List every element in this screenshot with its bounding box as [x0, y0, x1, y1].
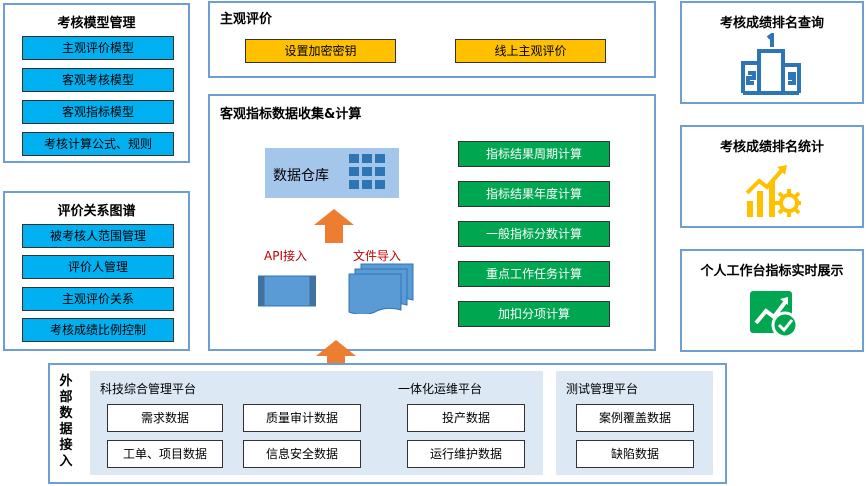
external-data-label-text: 外部数据接入 [59, 374, 73, 469]
tech-management-title: 科技综合管理平台 [100, 382, 197, 396]
evaluation-relation-panel: 评价关系图谱 被考核人范围管理 评价人管理 主观评价关系 考核成绩比例控制 [3, 191, 190, 351]
subjective-evaluation-title: 主观评价 [220, 12, 273, 27]
test-platform-title: 测试管理平台 [566, 382, 639, 396]
workbench-indicator-panel[interactable]: 个人工作台指标实时展示 [680, 249, 864, 352]
operations-data-button[interactable]: 运行维护数据 [407, 440, 525, 468]
ranking-statistics-panel[interactable]: 考核成绩排名统计 [680, 125, 864, 228]
grid-icon [349, 154, 385, 189]
statistics-chart-icon [745, 165, 801, 217]
up-arrow-icon [316, 340, 356, 374]
external-data-panel: 外部数据接入 科技综合管理平台 需求数据 质量审计数据 工单、项目数据 信息安全… [48, 363, 727, 484]
objective-assessment-model-button[interactable]: 客观考核模型 [22, 68, 174, 92]
objective-data-panel: 客观指标数据收集&计算 数据仓库 API接入 文件导入 指标结果周期计算 指标结… [208, 94, 656, 351]
subjective-relation-button[interactable]: 主观评价关系 [22, 287, 174, 311]
evaluator-management-button[interactable]: 评价人管理 [22, 255, 174, 279]
model-management-title: 考核模型管理 [57, 16, 136, 31]
ranking-podium-icon [741, 33, 801, 95]
file-import-label: 文件导入 [353, 249, 402, 263]
api-connector-icon [258, 275, 316, 307]
score-ratio-control-button[interactable]: 考核成绩比例控制 [22, 318, 174, 342]
defect-data-button[interactable]: 缺陷数据 [576, 440, 694, 468]
evaluation-relation-title: 评价关系图谱 [57, 204, 136, 219]
subjective-evaluation-model-button[interactable]: 主观评价模型 [22, 36, 174, 60]
ranking-query-title: 考核成绩排名查询 [719, 16, 824, 31]
online-subjective-evaluation-button[interactable]: 线上主观评价 [455, 39, 606, 63]
cycle-result-calc-button[interactable]: 指标结果周期计算 [458, 141, 610, 167]
key-task-calc-button[interactable]: 重点工作任务计算 [458, 261, 610, 287]
ticket-project-data-button[interactable]: 工单、项目数据 [107, 440, 223, 468]
documents-icon [348, 263, 414, 314]
assessee-scope-button[interactable]: 被考核人范围管理 [22, 224, 174, 248]
external-data-label: 外部数据接入 [58, 374, 74, 470]
requirement-data-button[interactable]: 需求数据 [107, 404, 223, 432]
workbench-indicator-title: 个人工作台指标实时展示 [700, 264, 844, 279]
api-access-label: API接入 [264, 249, 307, 263]
general-score-calc-button[interactable]: 一般指标分数计算 [458, 221, 610, 247]
model-management-panel: 考核模型管理 主观评价模型 客观考核模型 客观指标模型 考核计算公式、规则 [3, 3, 190, 163]
production-data-button[interactable]: 投产数据 [407, 404, 525, 432]
info-security-data-button[interactable]: 信息安全数据 [243, 440, 361, 468]
ops-platform-title: 一体化运维平台 [398, 382, 483, 396]
bonus-deduction-calc-button[interactable]: 加扣分项计算 [458, 301, 610, 327]
ranking-statistics-title: 考核成绩排名统计 [719, 140, 824, 155]
annual-result-calc-button[interactable]: 指标结果年度计算 [458, 181, 610, 207]
calculation-formula-button[interactable]: 考核计算公式、规则 [22, 132, 174, 156]
trend-check-icon [750, 291, 799, 339]
set-encryption-key-button[interactable]: 设置加密密钥 [245, 39, 396, 63]
quality-audit-data-button[interactable]: 质量审计数据 [243, 404, 361, 432]
case-coverage-data-button[interactable]: 案例覆盖数据 [576, 404, 694, 432]
subjective-evaluation-panel: 主观评价 设置加密密钥 线上主观评价 [208, 1, 656, 78]
ranking-query-panel[interactable]: 考核成绩排名查询 [680, 1, 864, 104]
objective-data-title: 客观指标数据收集&计算 [220, 107, 362, 122]
data-warehouse-label: 数据仓库 [273, 168, 329, 184]
objective-indicator-model-button[interactable]: 客观指标模型 [22, 100, 174, 124]
up-arrow-icon [314, 209, 354, 243]
